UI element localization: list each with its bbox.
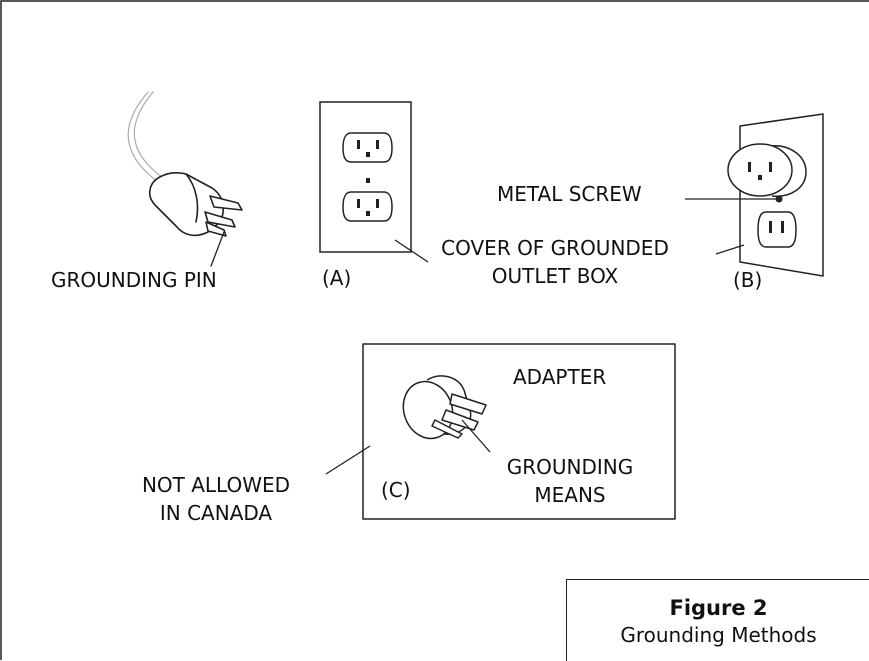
grounding-means-label-line1: GROUNDING <box>506 455 634 479</box>
figure-caption: Figure 2 Grounding Methods <box>566 579 869 661</box>
panel-b-label: (B) <box>733 268 763 292</box>
grounding-means-label-line2: MEANS <box>534 483 606 507</box>
adapter-box-c <box>325 343 676 520</box>
metal-screw-label: METAL SCREW <box>497 182 642 206</box>
grounding-pin-label: GROUNDING PIN <box>51 268 217 292</box>
panel-a-label: (A) <box>322 266 352 290</box>
adapter-label: ADAPTER <box>513 365 607 389</box>
cover-of-grounded-outlet-label-line1: COVER OF GROUNDED <box>441 236 669 260</box>
grounded-plug-illustration <box>127 91 243 267</box>
figure-title: Figure 2 <box>669 596 768 620</box>
panel-c-label: (C) <box>381 478 411 502</box>
not-allowed-label-line2: IN CANADA <box>159 501 273 525</box>
outlet-with-adapter-b <box>685 113 824 277</box>
outlet-cover-a <box>319 101 429 263</box>
figure-subtitle: Grounding Methods <box>620 623 817 647</box>
not-allowed-label-line1: NOT ALLOWED <box>141 473 291 497</box>
cover-of-grounded-outlet-label-line2: OUTLET BOX <box>491 264 619 288</box>
